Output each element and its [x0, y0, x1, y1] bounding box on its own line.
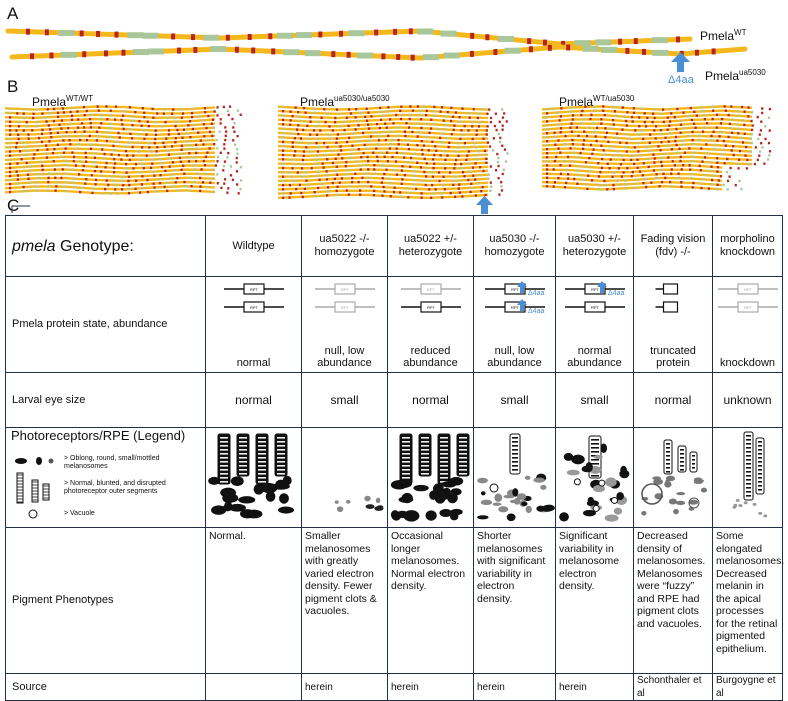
- pigment-morpholino: Some elongated melanosomes. Decreased me…: [712, 527, 784, 674]
- svg-text:Δ4aa: Δ4aa: [528, 308, 544, 315]
- em-row: Photoreceptors/RPE (Legend) > Oblong, ro…: [5, 427, 783, 528]
- source-row-header: Source: [5, 673, 206, 701]
- outer-segment-icons: [16, 472, 50, 504]
- source-wildtype: [205, 673, 302, 701]
- pigment-ua5022-homo: Smaller melanosomes with greatly varied …: [301, 527, 388, 674]
- legend-cell: Photoreceptors/RPE (Legend) > Oblong, ro…: [5, 427, 206, 528]
- legend-icons: [15, 457, 54, 519]
- eye-row-header: Larval eye size: [5, 372, 206, 428]
- genotype-ua5030-homo: ua5030 -/-homozygote: [473, 215, 556, 277]
- panel-a-fibers: [5, 28, 748, 61]
- svg-text:RPT: RPT: [744, 305, 753, 310]
- source-ua5022-homo: herein: [301, 673, 388, 701]
- eye-ua5030-het: small: [555, 372, 634, 428]
- svg-text:RPT: RPT: [511, 305, 520, 310]
- eye-ua5022-homo: small: [301, 372, 388, 428]
- fiber-diagram: [4, 28, 772, 214]
- legend-item-outer-segments: > Normal, blunted, and disrupted photore…: [64, 480, 166, 495]
- pigment-row-header: Pigment Phenotypes: [5, 527, 206, 674]
- mutant-fiber-label: Pmelaua5030: [705, 68, 766, 83]
- svg-text:Δ4aa: Δ4aa: [528, 290, 544, 297]
- svg-text:RPT: RPT: [341, 305, 350, 310]
- svg-text:RPT: RPT: [744, 287, 753, 292]
- source-ua5030-homo: herein: [473, 673, 556, 701]
- genotype-ua5030-het: ua5030 +/-heterozygote: [555, 215, 634, 277]
- eye-ua5030-homo: small: [473, 372, 556, 428]
- svg-text:Δ4aa: Δ4aa: [608, 290, 624, 297]
- round-melanosome-icon: [36, 457, 42, 465]
- em-wildtype: [205, 427, 302, 528]
- deletion-arrow-b: [476, 196, 493, 214]
- panel-letter-a: A: [7, 4, 19, 23]
- pigment-fdv: Decreased density of melanosomes. Melano…: [633, 527, 713, 674]
- source-ua5022-het: herein: [387, 673, 474, 701]
- genotype-wildtype: Wildtype: [205, 215, 302, 277]
- source-ua5030-het: herein: [555, 673, 634, 701]
- svg-text:RPT: RPT: [427, 305, 436, 310]
- bundle-label-heterozygote: PmelaWT/ua5030: [559, 94, 635, 109]
- svg-text:RPT: RPT: [250, 287, 259, 292]
- em-ua5022-homo: [301, 427, 388, 528]
- pigment-ua5030-homo: Shorter melanosomes with significant var…: [473, 527, 556, 674]
- genotype-row: pmela Genotype: Wildtype ua5022 -/-homoz…: [5, 215, 783, 277]
- svg-text:RPT: RPT: [591, 305, 600, 310]
- genotype-ua5022-het: ua5022 +/-heterozygote: [387, 215, 474, 277]
- source-morpholino: Burgoygne et al: [712, 673, 783, 701]
- genotype-ua5022-homo: ua5022 -/-homozygote: [301, 215, 388, 277]
- em-ua5030-het: [555, 427, 634, 528]
- pigment-ua5030-het: Significant variability in melanosome el…: [555, 527, 634, 674]
- pigment-row: Pigment Phenotypes Normal. Smaller melan…: [5, 527, 784, 674]
- em-ua5030-homo: [473, 427, 556, 528]
- genotype-fdv: Fading vision(fdv) -/-: [633, 215, 713, 277]
- svg-text:RPT: RPT: [427, 287, 436, 292]
- source-fdv: Schonthaler et al: [633, 673, 713, 701]
- eye-wildtype: normal: [205, 372, 302, 428]
- bundle-label-wt: PmelaWT/WT: [32, 94, 94, 109]
- em-ua5022-het: [387, 427, 474, 528]
- oblong-melanosome-icon: [15, 458, 27, 464]
- svg-text:RPT: RPT: [511, 287, 520, 292]
- panel-b-fiber-bundles: [4, 105, 772, 199]
- deletion-label: Δ4aa: [668, 74, 694, 86]
- genotype-row-header: pmela Genotype:: [5, 215, 206, 277]
- eye-row: Larval eye size normal small normal smal…: [5, 372, 783, 428]
- genotype-phenotype-table: pmela Genotype: Wildtype ua5022 -/-homoz…: [5, 215, 784, 701]
- protein-row-header: Pmela protein state, abundance: [5, 276, 206, 373]
- bundle-label-homozygote: Pmelaua5030/ua5030: [300, 94, 390, 109]
- source-row: Source herein herein herein herein Schon…: [5, 673, 783, 701]
- pigment-ua5022-het: Occasional longer melanosomes. Normal el…: [387, 527, 474, 674]
- svg-text:RPT: RPT: [341, 287, 350, 292]
- svg-text:RPT: RPT: [250, 305, 259, 310]
- eye-ua5022-het: normal: [387, 372, 474, 428]
- legend-item-vacuole: > Vacuole: [64, 510, 95, 517]
- eye-fdv: normal: [633, 372, 713, 428]
- eye-morpholino: unknown: [712, 372, 783, 428]
- wt-fiber-label: PmelaWT: [700, 28, 747, 43]
- panel-letter-b: B: [7, 77, 19, 96]
- pigment-wildtype: Normal.: [205, 527, 302, 674]
- legend-title: Photoreceptors/RPE (Legend): [11, 428, 186, 443]
- mottled-melanosome-icon: [48, 458, 54, 464]
- em-fdv: [633, 427, 713, 528]
- legend-item-melanosomes: > Oblong, round, small/mottled melanosom…: [64, 455, 160, 470]
- vacuole-icon: [28, 509, 38, 519]
- svg-text:RPT: RPT: [591, 287, 600, 292]
- deletion-arrow-a: [671, 52, 690, 72]
- em-morpholino: [712, 427, 783, 528]
